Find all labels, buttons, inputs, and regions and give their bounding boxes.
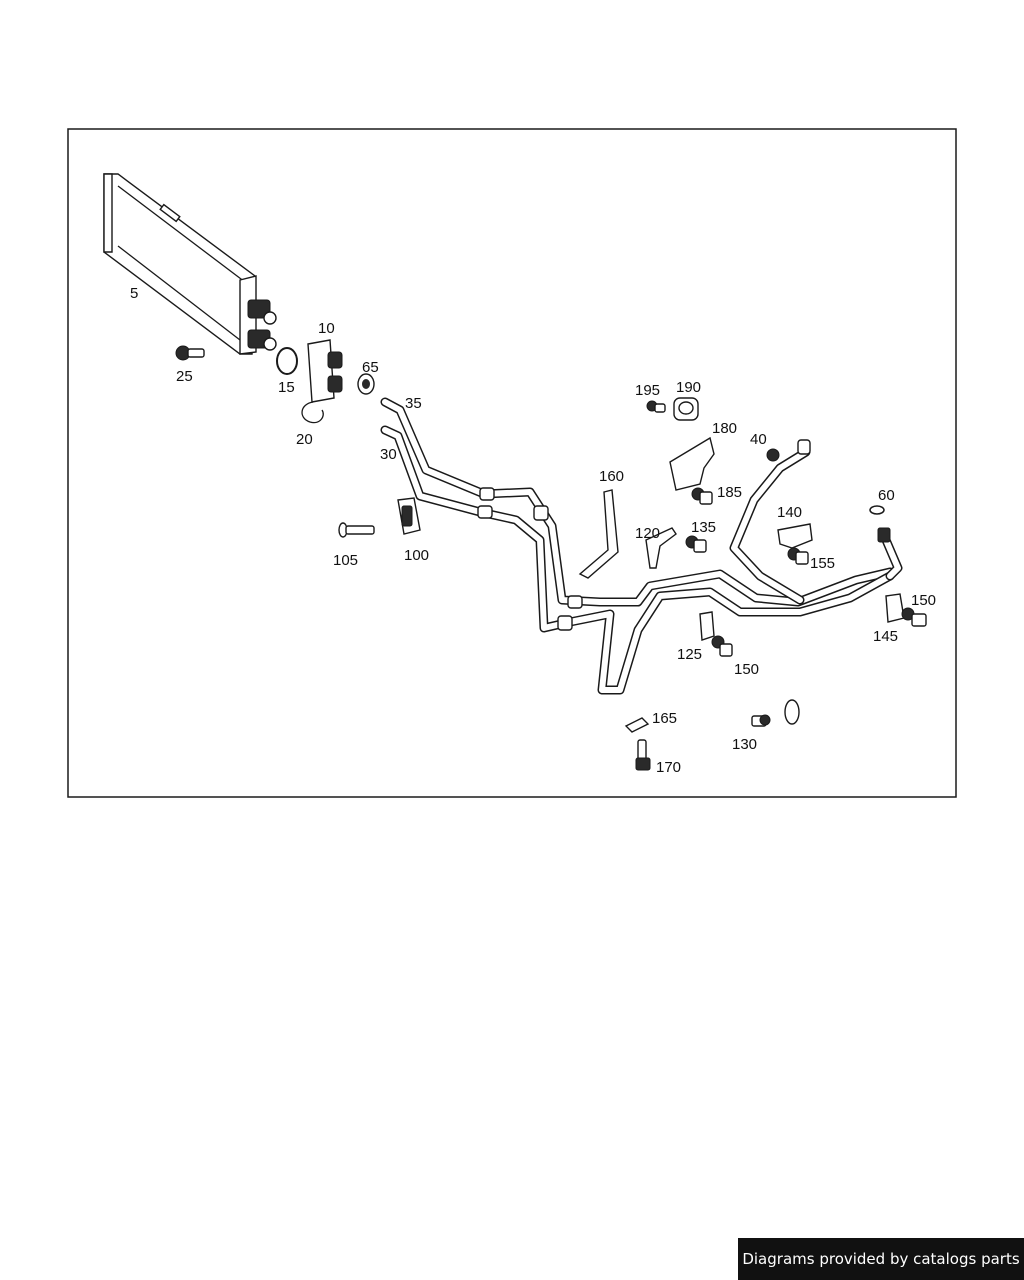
callout-185: 185 [717,484,742,501]
oil-cooler-part-5[interactable] [103,173,277,355]
callout-165: 165 [652,710,677,727]
callout-40: 40 [750,431,767,448]
callout-130: 130 [732,736,757,753]
callout-150-lower: 150 [734,661,759,678]
callout-170: 170 [656,759,681,776]
callout-180: 180 [712,420,737,437]
adapter-part-10[interactable] [307,339,343,403]
bracket-part-160[interactable] [578,489,619,579]
sensor-part-170[interactable] [635,739,651,771]
o-ring-part-60[interactable] [869,505,885,515]
bracket-part-100[interactable] [397,497,421,535]
attribution-text: Diagrams provided by catalogs parts [742,1250,1020,1268]
bracket-part-120[interactable] [645,527,677,569]
callout-35: 35 [405,395,422,412]
callout-labels: 5 10 15 20 25 30 35 40 60 65 100 105 120… [130,285,936,776]
callout-100: 100 [404,547,429,564]
clip-part-125[interactable] [699,611,715,641]
bolt-part-25[interactable] [175,345,205,361]
o-ring-part-15[interactable] [276,347,298,375]
bolt-part-150-lower[interactable] [711,635,733,657]
callout-195: 195 [635,382,660,399]
callout-15: 15 [278,379,295,396]
callout-10: 10 [318,320,335,337]
callout-135: 135 [691,519,716,536]
callout-105: 105 [333,552,358,569]
callout-60: 60 [878,487,895,504]
cooler-lines-part-30-35[interactable] [380,397,895,695]
callout-155: 155 [810,555,835,572]
callout-160: 160 [599,468,624,485]
bolt-part-155[interactable] [787,547,809,565]
line-end-fitting [877,527,903,581]
callout-150-right: 150 [911,592,936,609]
bracket-part-140[interactable] [777,523,813,549]
grommet-part-130[interactable] [784,699,800,725]
callout-30: 30 [380,446,397,463]
bolt-part-195[interactable] [646,400,666,413]
bolt-part-105[interactable] [338,522,375,538]
callout-65: 65 [362,359,379,376]
bolt-part-135[interactable] [685,535,707,553]
clamp-part-190[interactable] [673,397,699,421]
callout-145: 145 [873,628,898,645]
bolt-part-185[interactable] [691,487,713,505]
clip-part-20[interactable] [301,401,324,424]
diagram-frame [67,128,957,798]
callout-125: 125 [677,646,702,663]
callout-120: 120 [635,525,660,542]
bracket-part-145[interactable] [885,593,905,623]
callout-190: 190 [676,379,701,396]
bolt-part-130[interactable] [751,714,771,727]
attribution-badge: Diagrams provided by catalogs parts [738,1238,1024,1280]
bracket-part-180[interactable] [669,436,715,491]
callout-5: 5 [130,285,138,302]
callout-20: 20 [296,431,313,448]
fitting-part-165[interactable] [624,717,650,733]
bolt-part-150-right[interactable] [901,607,927,627]
return-line-part-40[interactable] [729,439,811,605]
callout-140: 140 [777,504,802,521]
callout-25: 25 [176,368,193,385]
seal-part-65[interactable] [357,373,375,395]
